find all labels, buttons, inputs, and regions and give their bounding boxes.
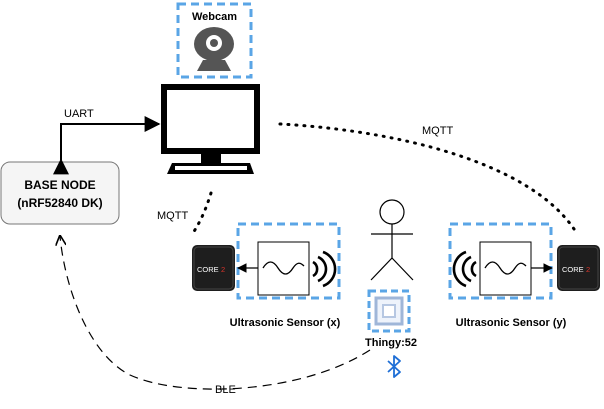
bluetooth-icon xyxy=(387,355,401,378)
thingy-dashed-box xyxy=(367,289,411,333)
core2-left-label: CORE xyxy=(197,265,219,274)
mqtt-label-left: MQTT xyxy=(157,210,188,222)
sensor-y-box xyxy=(479,241,532,296)
webcam-group: Webcam xyxy=(176,2,253,79)
core2-device-right: CORE 2 xyxy=(557,245,600,291)
mqtt-label-top: MQTT xyxy=(422,125,453,137)
sine-wave-icon xyxy=(262,261,305,275)
ble-label: BLE xyxy=(215,384,236,396)
sound-wave-icon xyxy=(452,250,477,288)
uart-connector: UART xyxy=(53,108,161,175)
sensor-x-dashed-box xyxy=(236,222,341,300)
sensor-y-dashed-box xyxy=(448,222,553,300)
webcam-dashed-box xyxy=(176,2,253,79)
ble-connector: BLE xyxy=(60,236,371,396)
thingy52: Thingy:52 xyxy=(365,289,417,378)
base-node: BASE NODE (nRF52840 DK) xyxy=(0,161,120,225)
base-node-subtitle: (nRF52840 DK) xyxy=(17,196,102,210)
core2-device-left: CORE 2 xyxy=(192,245,235,291)
sensor-y-label: Ultrasonic Sensor (y) xyxy=(456,317,567,329)
sine-wave-icon xyxy=(484,261,527,275)
core2-right-label: CORE xyxy=(562,265,584,274)
webcam-label: Webcam xyxy=(192,11,237,23)
monitor-icon xyxy=(161,84,260,174)
ultrasonic-sensor-y: Ultrasonic Sensor (y) xyxy=(448,222,567,329)
core2-left-digit: 2 xyxy=(221,265,225,274)
sensor-x-label: Ultrasonic Sensor (x) xyxy=(230,317,341,329)
webcam-icon xyxy=(194,27,234,71)
ultrasonic-sensor-x: Ultrasonic Sensor (x) xyxy=(230,222,341,329)
person-icon xyxy=(370,199,414,281)
core2-right-digit: 2 xyxy=(586,265,590,274)
mqtt-connector-right: MQTT xyxy=(278,122,578,234)
uart-label: UART xyxy=(64,108,94,120)
mqtt-connector-left: MQTT xyxy=(157,191,213,235)
thingy-label: Thingy:52 xyxy=(365,337,417,349)
sound-wave-icon xyxy=(312,250,337,288)
base-node-box xyxy=(0,161,120,225)
sensor-x-box xyxy=(257,241,310,296)
base-node-title: BASE NODE xyxy=(24,178,95,192)
